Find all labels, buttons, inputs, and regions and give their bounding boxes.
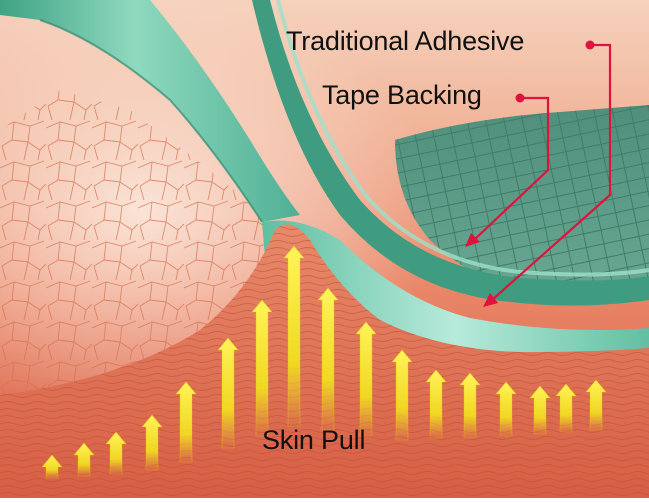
dot-icon	[586, 41, 595, 50]
label-tape-backing: Tape Backing	[322, 80, 482, 111]
dot-icon	[516, 94, 525, 103]
label-traditional-adhesive: Traditional Adhesive	[286, 26, 524, 57]
label-skin-pull: Skin Pull	[262, 425, 365, 456]
